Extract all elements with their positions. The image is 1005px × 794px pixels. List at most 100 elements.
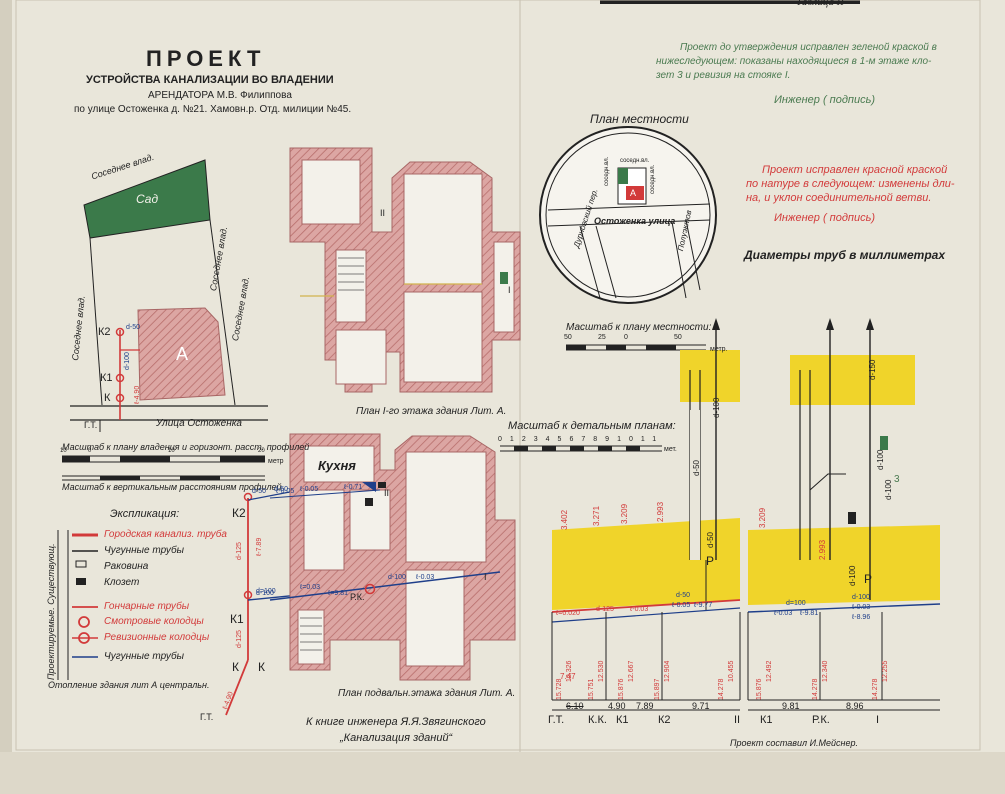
site-well-k2: К2 <box>98 326 111 338</box>
axon-dim-l789: ℓ-7.89 <box>256 537 263 556</box>
profile-left-length-2: 7.89 <box>636 701 654 711</box>
profile-left-under-4: ℓ-0.05 <box>672 602 691 609</box>
profile-left-riser-p: Р <box>706 554 715 568</box>
site-street: Улица Остоженка <box>156 418 242 429</box>
title-main: ПРОЕКТ <box>146 46 266 71</box>
profile-left-top-mark-3: 2.993 <box>656 501 665 522</box>
legend-title: Экспликация: <box>110 508 180 520</box>
profile-left-under-3: d-50 <box>676 592 691 599</box>
profile-left-under-5: ℓ-9.77 <box>694 602 713 609</box>
profile-left-low-7: 12.904 <box>664 660 671 682</box>
profile-right-low-2: 14.278 <box>812 678 819 700</box>
plan-scale-bars <box>62 455 265 481</box>
site-building: А <box>176 344 189 364</box>
floor1-caption: План I-го этажа здания Лит. А. <box>356 406 507 417</box>
profile-right-riser-2: d-100 <box>884 479 893 500</box>
locality-street: Остоженка улица <box>594 216 676 226</box>
profile-right-low-0: 15.876 <box>756 678 763 700</box>
site-dim-d50: d-50 <box>126 324 141 331</box>
footer-author: Проект составил И.Мейснер. <box>730 738 858 748</box>
profile-right-under-2: ℓ-9.81 <box>800 610 819 617</box>
axon-k-right: К <box>258 660 265 674</box>
profile-left-bottom-k1: К1 <box>616 714 629 726</box>
site-dim-length: ℓ-4.90 <box>134 385 141 404</box>
profile-right <box>747 318 941 711</box>
detail-scale-tick-11: 11 <box>640 436 665 443</box>
axon-gt: Г.Т. <box>200 712 214 722</box>
profile-left-length-3: 9.71 <box>692 701 710 711</box>
green-note-2: нижеследующем: показаны находящиеся в 1-… <box>656 56 932 67</box>
site-garden: Сад <box>136 192 159 206</box>
profile-right-riser-p: Р <box>864 572 873 586</box>
floor1-riser-i: I <box>508 285 511 295</box>
locality-scale-title: Масштаб к плану местности: <box>566 322 712 333</box>
locality-neighbor-2: соседн.вл. <box>604 156 610 186</box>
profile-left-low-8: 14.278 <box>718 678 725 700</box>
detail-scale-tick-5: 5 <box>557 436 570 443</box>
plan-scale-tick-3: 20 <box>258 448 265 454</box>
locality-neighbor-1: соседн.вл. <box>620 158 650 164</box>
profile-left-low-5: 12.667 <box>628 660 635 682</box>
axon-dim-d125: d-125 <box>236 542 243 560</box>
legend-item-sink: Раковина <box>104 561 149 572</box>
profile-right-bottom-rk: Р.К. <box>812 714 830 726</box>
basement-dim-l003: ℓ=0.03 <box>300 584 320 591</box>
detail-scale-tick-1: 1 <box>509 436 522 443</box>
profile-left-low-2: 15.751 <box>588 678 595 700</box>
legend-item-revision-wells: Ревизионные колодцы <box>104 632 210 643</box>
profile-right-top-mark-0: 3.209 <box>758 507 767 528</box>
detail-scale <box>500 445 662 452</box>
site-dim-d100: d-100 <box>124 352 131 370</box>
basement-riser-i: I <box>484 572 487 582</box>
axon-k2-left: К2 <box>232 506 246 520</box>
footer-book-line1: К книге инженера Я.Я.Звягинского <box>306 716 486 728</box>
basement-dim-l981: ℓ=9.81 <box>328 590 348 597</box>
profile-left-bottom-gt: Г.Т. <box>548 714 565 726</box>
detail-scale-unit: мет. <box>664 446 677 453</box>
profile-left-top-mark-2: 3.209 <box>620 503 629 524</box>
green-note-1: Проект до утверждения исправлен зеленой … <box>680 42 937 53</box>
profile-left-low-0: 15.728 <box>556 678 563 700</box>
locality-neighbor-3: соседн.вл. <box>650 164 656 194</box>
profile-right-bottom-i: I <box>876 714 880 726</box>
red-note-1: Проект исправлен красной краской <box>762 164 948 176</box>
axon-k-left: К <box>232 660 239 674</box>
detail-scale-tick-10: 10 <box>617 436 641 443</box>
locality-scale-tick-2: 0 <box>624 334 628 341</box>
profile-left-length-0: 6.10 <box>566 701 584 711</box>
sheet-label: Таблица II <box>796 0 844 8</box>
title-line2: АРЕНДАТОРА М.В. Филиппова <box>148 90 292 101</box>
profile-right-under-1: ℓ-0.03 <box>774 610 793 617</box>
engineer-signature-1: Инженер ( подпись) <box>774 94 876 106</box>
floor1-riser-ii: II <box>380 208 386 218</box>
profile-right-riser-1: d-100 <box>876 449 885 470</box>
locality-scale-unit: метр. <box>710 346 728 353</box>
profile-left-gt-mark: 7.47 <box>560 672 576 681</box>
site-well-k: К <box>104 392 111 404</box>
plan-scale-tick-1: 0 <box>88 448 92 454</box>
detail-scale-tick-9: 9 <box>605 436 618 443</box>
detail-scale-tick-4: 4 <box>545 436 558 443</box>
basement-rk: Р.К. <box>350 592 365 602</box>
profile-right-riser-3: d-100 <box>848 565 857 586</box>
detail-scale-tick-0: 0 <box>498 436 510 443</box>
axon-dim-l005: ℓ-0.05 <box>276 488 295 495</box>
locality-scale-tick-0: 50 <box>564 334 572 341</box>
profile-right-low-3: 12.340 <box>822 660 829 682</box>
detail-scale-tick-3: 3 <box>533 436 546 443</box>
basement-kitchen: Кухня <box>318 458 356 473</box>
diameters-note: Диаметры труб в миллиметрах <box>744 248 946 262</box>
profile-left-top-mark-0: 3.402 <box>560 509 569 530</box>
legend-side-label: Проектируемые. Существующ. <box>46 543 56 680</box>
profile-right-under-3: d-100 <box>852 594 870 601</box>
plan-scale-unit: метр <box>268 458 284 465</box>
profile-right-under-5: ℓ-8.96 <box>852 614 871 621</box>
profile-right-length-1: 8.96 <box>846 701 864 711</box>
profile-left <box>551 318 741 711</box>
profile-left-low-9: 10.455 <box>728 660 735 682</box>
profile-right-low-4: 14.278 <box>872 678 879 700</box>
profile-right-low-1: 12.492 <box>766 660 773 682</box>
plan-scale-tick-0: 10 <box>60 448 67 454</box>
title-line1: УСТРОЙСТВА КАНАЛИЗАЦИИ ВО ВЛАДЕНИИ <box>86 74 334 86</box>
